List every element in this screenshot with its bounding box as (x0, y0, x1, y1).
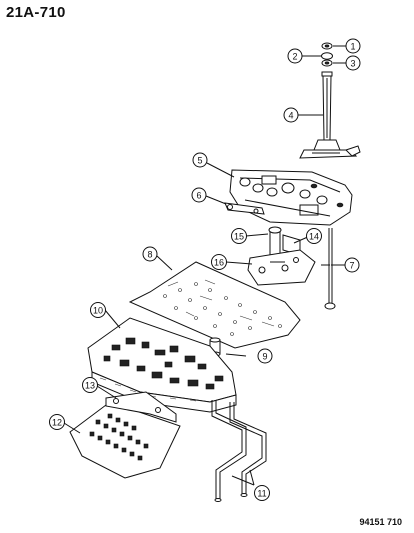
callout-12: 12 (49, 414, 65, 430)
callout-16: 16 (211, 254, 227, 270)
filter-bracket (105, 391, 177, 423)
callout-10-number: 10 (93, 306, 103, 316)
callout-3-number: 3 (350, 59, 355, 69)
callout-3: 3 (345, 55, 361, 71)
callout-1-number: 1 (350, 42, 355, 52)
callout-6: 6 (191, 187, 207, 203)
callout-2: 2 (287, 48, 303, 64)
lever-assembly (247, 226, 316, 286)
callout-16-number: 16 (214, 258, 224, 268)
detent-spring (224, 202, 265, 215)
separator-plate (128, 261, 301, 349)
callout-1: 1 (345, 38, 361, 54)
callout-9: 9 (257, 348, 273, 364)
leader-lines (63, 45, 346, 486)
callout-14: 14 (306, 228, 322, 244)
callout-8-number: 8 (147, 250, 152, 260)
callout-4: 4 (283, 107, 299, 123)
callout-10: 10 (90, 302, 106, 318)
callout-15: 15 (231, 228, 247, 244)
callout-11: 11 (254, 485, 270, 501)
callout-6-number: 6 (196, 191, 201, 201)
callout-9-number: 9 (262, 352, 267, 362)
callout-5-number: 5 (197, 156, 202, 166)
valve-body-upper (229, 169, 353, 226)
callout-14-number: 14 (309, 232, 319, 242)
callout-2-number: 2 (292, 52, 297, 62)
park-rod (324, 228, 336, 310)
callout-11-number: 11 (257, 489, 266, 499)
oil-tubes (211, 400, 267, 502)
diagram-id: 21A-710 (6, 4, 66, 21)
callout-7-number: 7 (349, 261, 354, 271)
callout-15-number: 15 (234, 232, 244, 242)
callout-12-number: 12 (52, 418, 62, 428)
manual-valve-shaft (299, 71, 361, 159)
callout-13-number: 13 (85, 381, 95, 391)
top-rings (321, 42, 333, 67)
callout-7: 7 (331, 257, 360, 273)
callout-8: 8 (142, 246, 158, 262)
oil-filter (69, 401, 181, 479)
callout-13: 13 (82, 377, 98, 393)
valve-body-lower (87, 317, 237, 413)
drawing-number: 94151 710 (359, 517, 402, 527)
callout-4-number: 4 (288, 111, 293, 121)
callout-5: 5 (192, 152, 208, 168)
